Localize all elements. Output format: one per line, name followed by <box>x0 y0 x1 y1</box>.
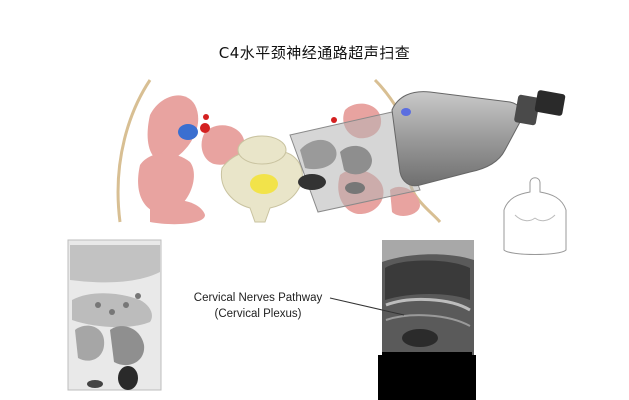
schematic-scan-panel <box>67 239 162 391</box>
spinal-cord <box>250 174 278 194</box>
muscle-posterior-left <box>150 199 205 225</box>
vertebral-body <box>237 135 287 165</box>
scan-field-structures <box>298 139 372 194</box>
callout-leader <box>329 297 405 316</box>
ultrasound-image-panel <box>378 240 476 400</box>
ultrasound-probe-icon <box>391 90 566 187</box>
figure-title: C4水平颈神经通路超声扫查 <box>218 44 411 62</box>
artery-left-small <box>203 114 209 120</box>
artery-left <box>200 123 210 133</box>
callout-line1: Cervical Nerves Pathway <box>193 292 323 304</box>
muscle-longus-left <box>201 125 245 165</box>
torso-icon <box>503 177 567 255</box>
muscle-scm-left <box>147 95 199 162</box>
fascia-left <box>116 79 152 223</box>
muscle-scalene-left <box>138 153 194 214</box>
callout-label: Cervical Nerves Pathway (Cervical Plexus… <box>178 290 338 322</box>
callout-line2: (Cervical Plexus) <box>214 308 302 320</box>
artery-right <box>331 117 337 123</box>
vein-left <box>178 124 198 140</box>
